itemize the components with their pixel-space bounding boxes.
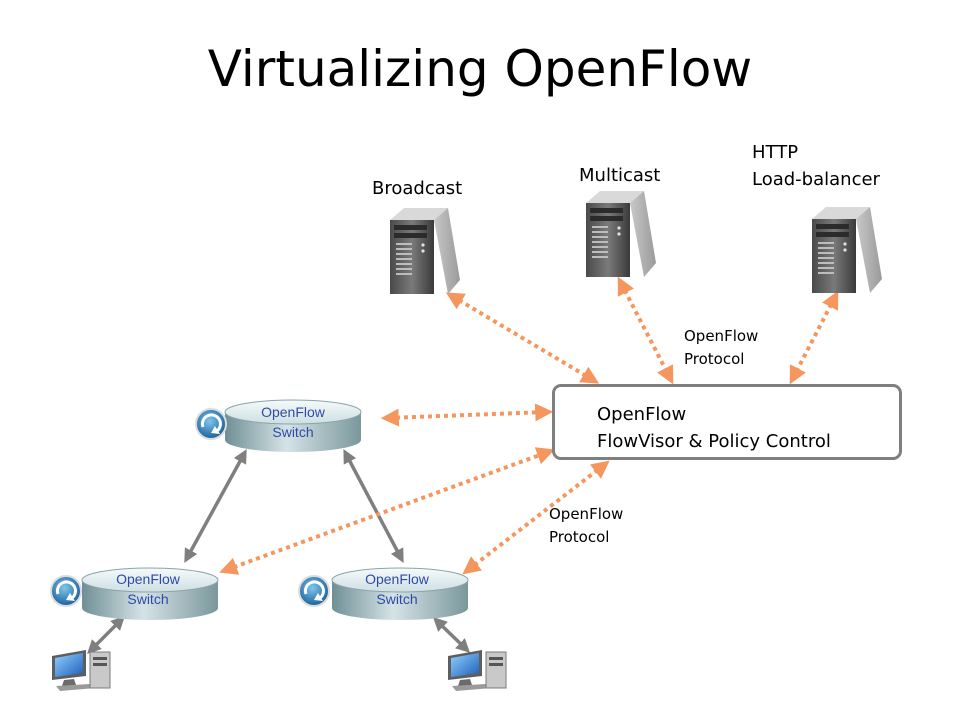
switch-right-badge-icon [297,574,331,608]
protocol-label-line: Protocol [684,350,745,368]
multicast-server-icon [586,191,656,277]
switch-label-line: OpenFlow [365,571,429,587]
switch-label-line: OpenFlow [116,571,180,587]
broadcast-label: Broadcast [372,178,463,199]
switch-label-line: Switch [376,591,418,607]
switch-label-line: Switch [127,591,169,607]
link-top-to-right-switch [343,449,404,563]
openflow-link-broadcast [445,292,600,384]
slide-title: Virtualizing OpenFlow [207,40,753,98]
broadcast-server-icon [390,208,460,294]
openflow-protocol-label-lower: OpenFlow Protocol [549,503,623,549]
multicast-label: Multicast [579,165,661,186]
link-top-to-left-switch [184,449,247,563]
protocol-label-line: Protocol [549,528,610,546]
http-load-balancer-server-icon [812,207,882,293]
protocol-label-line: OpenFlow [684,327,759,345]
switch-right-label: OpenFlow Switch [337,569,457,609]
flowvisor-controller-box: OpenFlow FlowVisor & Policy Control [552,384,902,460]
switch-left-label: OpenFlow Switch [88,569,208,609]
protocol-label-line: OpenFlow [549,505,624,523]
load-balancer-label-line: Load-balancer [752,169,880,190]
openflow-link-multicast [617,276,674,385]
openflow-link-left-switch [219,447,555,575]
switch-top-badge-icon [194,407,228,441]
left-desktop-computer-icon [51,649,111,692]
switch-left-badge-icon [49,574,83,608]
controller-label-line: OpenFlow [597,404,687,425]
http-load-balancer-label: HTTP Load-balancer [752,139,880,193]
openflow-protocol-label-upper: OpenFlow Protocol [684,325,758,371]
link-right-switch-to-host [432,617,471,653]
openflow-link-http-lb [789,290,839,385]
right-desktop-computer-icon [447,649,507,692]
controller-label: OpenFlow FlowVisor & Policy Control [597,401,831,455]
openflow-link-top-switch [380,403,554,427]
switch-label-line: OpenFlow [261,404,325,420]
switch-top-label: OpenFlow Switch [233,402,353,442]
switch-label-line: Switch [272,424,314,440]
link-left-switch-to-host [87,616,125,654]
controller-label-line: FlowVisor & Policy Control [597,431,831,452]
http-label-line: HTTP [752,142,799,163]
